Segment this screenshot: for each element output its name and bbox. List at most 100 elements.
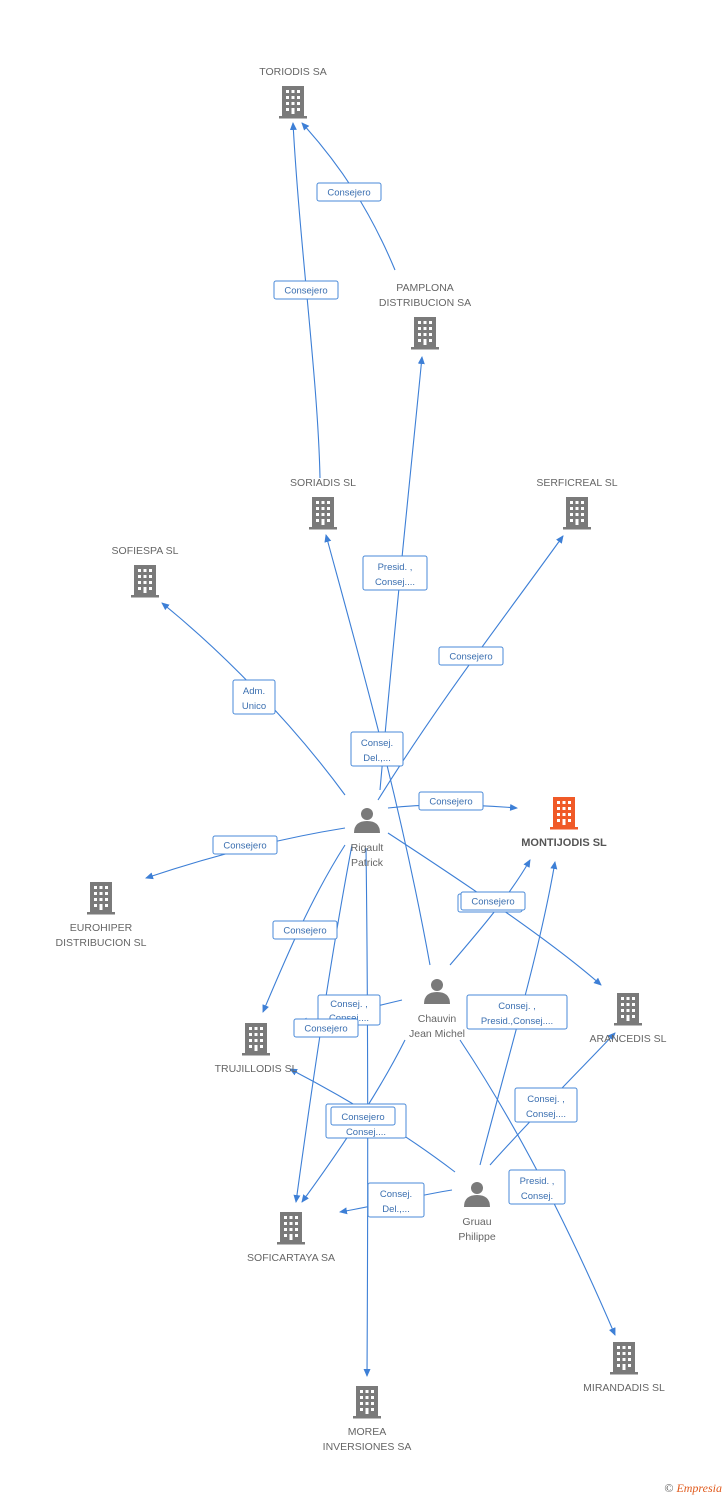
- edge-label-text: Presid. ,: [520, 1176, 555, 1187]
- edge-label[interactable]: Adm. Unico: [232, 679, 276, 715]
- company-name: ARANCEDIS SL: [589, 1033, 666, 1045]
- person-icon: [464, 1182, 490, 1207]
- building-icon: [309, 497, 337, 530]
- edge-label-text: Consej.: [361, 738, 393, 749]
- edge-label[interactable]: Consejero Consej....: [325, 1103, 407, 1139]
- company-node-trujillodis[interactable]: TRUJILLODIS SL: [215, 1023, 298, 1075]
- edge-label[interactable]: Consejero: [273, 280, 339, 300]
- company-node-pamplona[interactable]: PAMPLONA DISTRIBUCION SA: [379, 282, 471, 350]
- edge-label-text: Consej. ,: [330, 999, 368, 1010]
- company-node-soficartaya[interactable]: SOFICARTAYA SA: [247, 1212, 335, 1264]
- person-icon: [354, 808, 380, 833]
- person-node-rigault[interactable]: Rigault Patrick: [351, 808, 384, 869]
- copyright-icon: ©: [664, 1481, 674, 1495]
- company-node-serficreal[interactable]: SERFICREAL SL: [536, 477, 618, 530]
- edge-label-text: Consej. ,: [498, 1001, 536, 1012]
- company-node-sofiespa[interactable]: SOFIESPA SL: [112, 545, 179, 598]
- edge-label-text: Del.,...: [382, 1204, 409, 1215]
- edge-label-text: Consejero: [284, 286, 327, 297]
- edge-label[interactable]: Consej. , Presid.,Consej....: [466, 994, 568, 1030]
- edge-label-text: Del.,...: [363, 753, 390, 764]
- company-name: SOFIESPA SL: [112, 545, 179, 557]
- edge-label-text: Consej....: [346, 1127, 386, 1138]
- nodes: TORIODIS SA PAMPLONA DISTRIBUCION SA SOR…: [55, 66, 666, 1453]
- building-icon: [131, 565, 159, 598]
- edge-rigault-morea: [363, 847, 371, 1377]
- company-node-eurohiper[interactable]: EUROHIPER DISTRIBUCION SL: [55, 882, 147, 949]
- building-icon: [411, 317, 439, 350]
- building-icon: [353, 1386, 381, 1419]
- building-icon: [614, 993, 642, 1026]
- company-name: MOREA: [348, 1426, 387, 1438]
- building-icon: [550, 797, 578, 830]
- building-icon: [610, 1342, 638, 1375]
- edge-label[interactable]: Consejero: [212, 835, 278, 855]
- edge-label-text: Consejero: [429, 797, 472, 808]
- company-node-morea[interactable]: MOREA INVERSIONES SA: [323, 1386, 412, 1453]
- edge-labels: Consejero Consejero Presid. , Consej....…: [212, 182, 578, 1218]
- edge-label[interactable]: Consej. Del.,...: [367, 1182, 425, 1218]
- company-name: DISTRIBUCION SL: [55, 937, 146, 949]
- edge-label[interactable]: Consejero: [457, 891, 526, 913]
- building-icon: [563, 497, 591, 530]
- person-icon: [424, 979, 450, 1004]
- edge-label[interactable]: Consejero: [418, 791, 484, 811]
- company-name: INVERSIONES SA: [323, 1441, 412, 1453]
- edge-label[interactable]: Consejero: [438, 646, 504, 666]
- company-name: MONTIJODIS SL: [521, 837, 607, 849]
- company-name: PAMPLONA: [396, 282, 454, 294]
- person-name: Gruau: [462, 1216, 491, 1228]
- company-name: DISTRIBUCION SA: [379, 297, 471, 309]
- edge-label-text: Consejero: [341, 1112, 384, 1123]
- edge-label-text: Presid.,Consej....: [481, 1016, 553, 1027]
- company-name: SOFICARTAYA SA: [247, 1252, 335, 1264]
- brand-logo: Empresia: [676, 1481, 722, 1495]
- person-name: Rigault: [351, 842, 384, 854]
- person-name: Patrick: [351, 857, 384, 869]
- edge-label-text: Consejero: [449, 652, 492, 663]
- edge-label-text: Consejero: [223, 841, 266, 852]
- company-node-arancedis[interactable]: ARANCEDIS SL: [589, 993, 667, 1045]
- edge-label[interactable]: Consejero: [316, 182, 382, 202]
- building-icon: [87, 882, 115, 915]
- company-node-mirandadis[interactable]: MIRANDADIS SL: [583, 1342, 665, 1394]
- credit[interactable]: © Empresia: [664, 1481, 722, 1496]
- edge-label-text: Consej.: [380, 1189, 412, 1200]
- company-name: TORIODIS SA: [259, 66, 327, 78]
- building-icon: [277, 1212, 305, 1245]
- company-node-toriodis[interactable]: TORIODIS SA: [259, 66, 327, 119]
- edge-label-text: Consej....: [526, 1109, 566, 1120]
- company-name: EUROHIPER: [70, 922, 133, 934]
- edge-label-text: Adm.: [243, 686, 265, 697]
- edge-label-text: Consejero: [327, 188, 370, 199]
- edge-label[interactable]: Consej. Del.,...: [350, 731, 404, 767]
- edge-label[interactable]: Presid. , Consej.: [508, 1169, 566, 1205]
- company-node-soriadis[interactable]: SORIADIS SL: [290, 477, 356, 530]
- edge-label-text: Presid. ,: [378, 562, 413, 573]
- edge-label-text: Consej. ,: [527, 1094, 565, 1105]
- edge-label-text: Consejero: [283, 926, 326, 937]
- person-name: Chauvin: [418, 1013, 457, 1025]
- person-name: Jean Michel: [409, 1028, 465, 1040]
- edge-label-text: Consej....: [375, 577, 415, 588]
- edge-label[interactable]: Consej. , Consej....: [514, 1087, 578, 1123]
- edge-soriadis-toriodis: [289, 122, 321, 479]
- building-icon: [279, 86, 307, 119]
- edge-label[interactable]: Presid. , Consej....: [362, 555, 428, 591]
- person-node-chauvin[interactable]: Chauvin Jean Michel: [409, 979, 465, 1040]
- edge-label[interactable]: Consejero: [293, 1018, 359, 1038]
- company-name: MIRANDADIS SL: [583, 1382, 665, 1394]
- edge-label-text: Unico: [242, 701, 266, 712]
- person-node-gruau[interactable]: Gruau Philippe: [458, 1182, 496, 1243]
- company-node-montijodis[interactable]: MONTIJODIS SL: [521, 797, 607, 849]
- person-name: Philippe: [458, 1231, 496, 1243]
- company-name: SERFICREAL SL: [536, 477, 617, 489]
- company-name: SORIADIS SL: [290, 477, 356, 489]
- edge-label-text: Consejero: [304, 1024, 347, 1035]
- building-icon: [242, 1023, 270, 1056]
- company-name: TRUJILLODIS SL: [215, 1063, 298, 1075]
- edge-label-text: Consejero: [471, 897, 514, 908]
- edge-label-text: Consej.: [521, 1191, 553, 1202]
- edge-label[interactable]: Consejero: [272, 920, 338, 940]
